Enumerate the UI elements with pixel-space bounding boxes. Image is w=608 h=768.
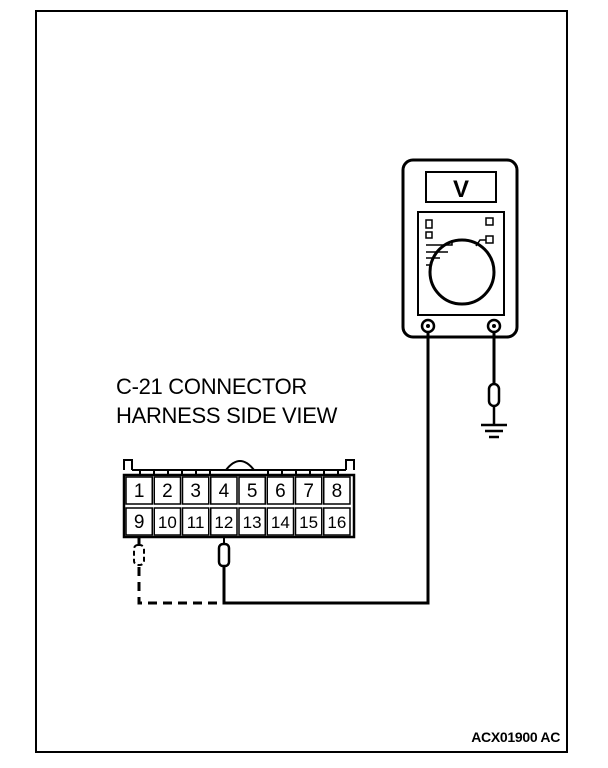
ground-probe: [481, 332, 507, 439]
meter-dial-line: [426, 240, 453, 246]
pin9-probe-tip: [133, 544, 145, 566]
connector-pin-16: 16: [327, 513, 346, 532]
meter-jack-com-center: [426, 324, 430, 328]
connector-pin-3: 3: [190, 481, 201, 502]
meter-display-text: V: [453, 176, 469, 203]
connector-pin-cell: [181, 476, 210, 505]
connector-pin-cell: [153, 507, 182, 536]
meter-switch-icon: [485, 217, 494, 226]
figure-code: ACX01900 AC: [471, 729, 560, 745]
ground-icon: [481, 423, 507, 439]
meter-switch-icon: [485, 235, 494, 244]
meter-jack-volt-center: [492, 324, 496, 328]
meter-display: [425, 171, 497, 203]
connector-pin-cell: [210, 507, 238, 536]
connector-title: C-21 CONNECTOR: [116, 374, 307, 399]
connector-lock-tab: [225, 460, 255, 471]
connector-pin-6: 6: [275, 481, 286, 502]
meter-dial-line: [475, 239, 486, 247]
connector-pin-13: 13: [243, 513, 262, 532]
connector-pin-cell: [294, 507, 323, 536]
connector-ridge-teeth: [132, 469, 346, 474]
connector-pin-4: 4: [219, 481, 230, 502]
connector-subtitle: HARNESS SIDE VIEW: [116, 403, 338, 428]
connector-pin-8: 8: [332, 481, 343, 502]
connector-pin-1: 1: [134, 481, 145, 502]
connector-pin-2: 2: [162, 481, 173, 502]
connector-pin-11: 11: [187, 513, 205, 532]
connector-pin-14: 14: [271, 513, 290, 532]
probe-tip: [217, 542, 231, 568]
connector-pin-cell: [323, 507, 351, 536]
connector-pin-cell: [266, 507, 295, 536]
connector-pin-cell: [210, 476, 238, 505]
connector-pin-cell: [238, 507, 266, 536]
connector-pin-cell: [125, 507, 153, 536]
pin9-dashed-lead: [137, 537, 224, 605]
connector-pin-7: 7: [303, 481, 314, 502]
multimeter-icon: V: [401, 158, 519, 339]
meter-lead-wire: [222, 332, 430, 605]
connector-pin-5: 5: [247, 481, 258, 502]
connector-top-edge: [123, 459, 133, 470]
connector-pin-12: 12: [214, 513, 233, 532]
connector-pin-15: 15: [299, 513, 318, 532]
connector-pin-cell: [323, 476, 351, 505]
connector-pin-cell: [181, 507, 210, 536]
pin12-probe: [217, 537, 231, 568]
connector-pin-9: 9: [134, 512, 145, 533]
meter-switch-icon: [425, 231, 433, 239]
connector-pin-10: 10: [158, 513, 177, 532]
meter-switch-icon: [425, 219, 433, 229]
meter-dial-icon: [428, 238, 496, 306]
connector-pin-cell: [238, 476, 266, 505]
connector-pin-cell: [294, 476, 323, 505]
connector-pin-cell: [153, 476, 182, 505]
connector-pin-cell: [266, 476, 295, 505]
connector-pin-cell: [125, 476, 153, 505]
figure-border: [35, 10, 568, 753]
probe-tip: [487, 382, 501, 408]
connector-top-edge: [345, 459, 355, 470]
